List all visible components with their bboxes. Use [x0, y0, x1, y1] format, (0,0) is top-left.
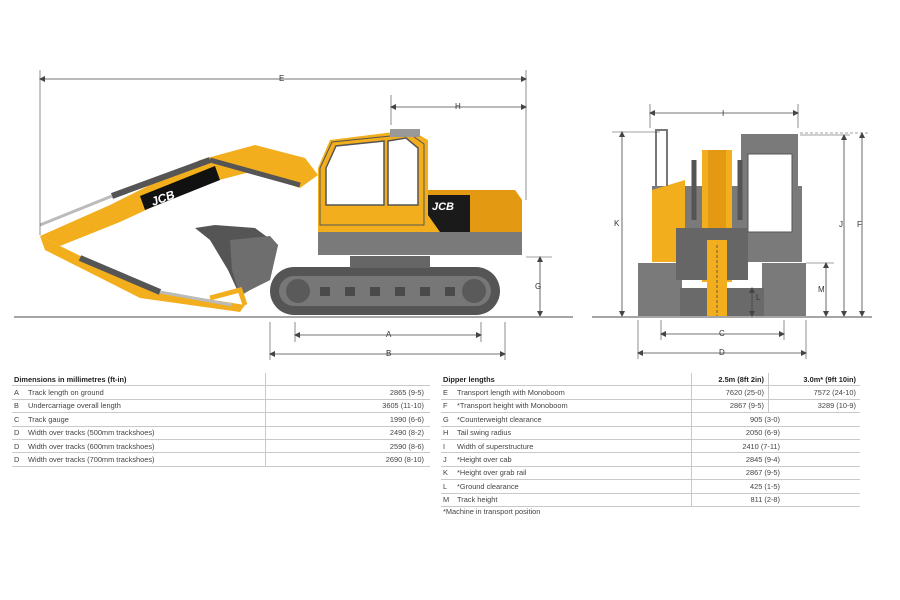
row-code: G: [441, 412, 455, 427]
row-code: A: [12, 385, 26, 400]
row-value: 3605 (11-10): [265, 399, 430, 414]
table-row: E Transport length with Monoboom 7620 (2…: [441, 385, 860, 400]
dipper-col2-header: 3.0m* (9ft 10in): [768, 373, 860, 387]
row-value: 2590 (8-6): [265, 439, 430, 454]
row-value-col2: 3289 (10-9): [768, 399, 860, 414]
table-row: F *Transport height with Monoboom 2867 (…: [441, 399, 860, 414]
footnote: *Machine in transport position: [443, 507, 541, 516]
row-label: Track gauge: [26, 412, 266, 427]
row-value: 2050 (6-9): [691, 426, 860, 440]
dim-i-label: I: [722, 109, 724, 118]
front-cab-window: [747, 153, 793, 233]
dim-k-label: K: [614, 219, 620, 228]
excavator-dimension-drawing: JCB JCB E H G A: [14, 70, 872, 360]
table-row: D Width over tracks (500mm trackshoes) 2…: [12, 426, 430, 440]
row-label: *Height over grab rail: [455, 466, 692, 481]
table-row: M Track height 811 (2-8): [441, 493, 860, 507]
dim-j-label: J: [839, 220, 843, 229]
row-label: *Transport height with Monoboom: [455, 399, 692, 414]
dim-m-label: M: [818, 285, 825, 294]
table-row: D Width over tracks (600mm trackshoes) 2…: [12, 439, 430, 454]
dim-g-label: G: [535, 282, 541, 291]
row-code: K: [441, 466, 455, 481]
side-cab-window: [325, 140, 385, 206]
row-label: Width of superstructure: [455, 439, 692, 454]
table-row: K *Height over grab rail 2867 (9-5): [441, 466, 860, 481]
row-label: Width over tracks (600mm trackshoes): [26, 439, 266, 454]
row-code: C: [12, 412, 26, 427]
side-rear-logo: JCB: [432, 201, 454, 213]
row-code: F: [441, 399, 455, 414]
dim-l-label: L: [756, 293, 761, 302]
row-code: B: [12, 399, 26, 414]
dim-d-label: D: [719, 348, 725, 357]
dipper-lengths-table: Dipper lengths 2.5m (8ft 2in) 3.0m* (9ft…: [441, 373, 860, 507]
dipper-col1-header: 2.5m (8ft 2in): [691, 373, 769, 387]
table-row: J *Height over cab 2845 (9-4): [441, 452, 860, 467]
table-row: G *Counterweight clearance 905 (3-0): [441, 412, 860, 427]
row-label: Track height: [455, 493, 692, 507]
dimensions-table-header: Dimensions in millimetres (ft-in): [12, 373, 430, 387]
dim-b-label: B: [386, 349, 391, 358]
dipper-table-header: Dipper lengths 2.5m (8ft 2in) 3.0m* (9ft…: [441, 373, 860, 387]
row-value: 2845 (9-4): [691, 452, 860, 467]
dim-c-label: C: [719, 329, 725, 338]
row-label: Width over tracks (500mm trackshoes): [26, 426, 266, 440]
front-track-right: [762, 263, 806, 316]
row-label: Undercarriage overall length: [26, 399, 266, 414]
side-view: JCB JCB E H G A: [14, 70, 573, 360]
row-code: D: [12, 452, 26, 467]
row-code: D: [12, 426, 26, 440]
row-code: D: [12, 439, 26, 454]
row-value-col1: 7620 (25-0): [691, 385, 769, 400]
row-code: M: [441, 493, 455, 507]
front-track-left: [638, 263, 682, 316]
table-row: B Undercarriage overall length 3605 (11-…: [12, 399, 430, 414]
dim-a-label: A: [386, 330, 392, 339]
row-value: 2410 (7-11): [691, 439, 860, 454]
row-value: 425 (1-5): [691, 479, 860, 494]
row-value-col2: 7572 (24-10): [768, 385, 860, 400]
table-row: A Track length on ground 2865 (9-5): [12, 385, 430, 400]
table-row: C Track gauge 1990 (6-6): [12, 412, 430, 427]
dim-f-label: F: [857, 220, 862, 229]
row-label: Tail swing radius: [455, 426, 692, 440]
dim-h-label: H: [455, 102, 461, 111]
table-row: I Width of superstructure 2410 (7-11): [441, 439, 860, 454]
row-code: E: [441, 385, 455, 400]
front-view: I K J F M L C D: [592, 104, 872, 359]
row-label: Width over tracks (700mm trackshoes): [26, 452, 266, 467]
row-value: 2867 (9-5): [691, 466, 860, 481]
row-code: J: [441, 452, 455, 467]
dipper-header-text: Dipper lengths: [441, 373, 692, 387]
row-label: Transport length with Monoboom: [455, 385, 692, 400]
row-value: 1990 (6-6): [265, 412, 430, 427]
row-value: 2690 (8-10): [265, 452, 430, 467]
row-code: L: [441, 479, 455, 494]
row-value: 2490 (8-2): [265, 426, 430, 440]
row-code: H: [441, 426, 455, 440]
table-row: D Width over tracks (700mm trackshoes) 2…: [12, 452, 430, 467]
table-row: H Tail swing radius 2050 (6-9): [441, 426, 860, 440]
row-value: 2865 (9-5): [265, 385, 430, 400]
dim-e-label: E: [279, 74, 284, 83]
dimensions-table: Dimensions in millimetres (ft-in) A Trac…: [12, 373, 430, 467]
row-code: I: [441, 439, 455, 454]
row-label: *Ground clearance: [455, 479, 692, 494]
row-value: 905 (3-0): [691, 412, 860, 427]
row-value: 811 (2-8): [691, 493, 860, 507]
row-value-col1: 2867 (9-5): [691, 399, 769, 414]
row-label: Track length on ground: [26, 385, 266, 400]
table-row: L *Ground clearance 425 (1-5): [441, 479, 860, 494]
row-label: *Counterweight clearance: [455, 412, 692, 427]
row-label: *Height over cab: [455, 452, 692, 467]
dimensions-header-text: Dimensions in millimetres (ft-in): [12, 373, 266, 387]
